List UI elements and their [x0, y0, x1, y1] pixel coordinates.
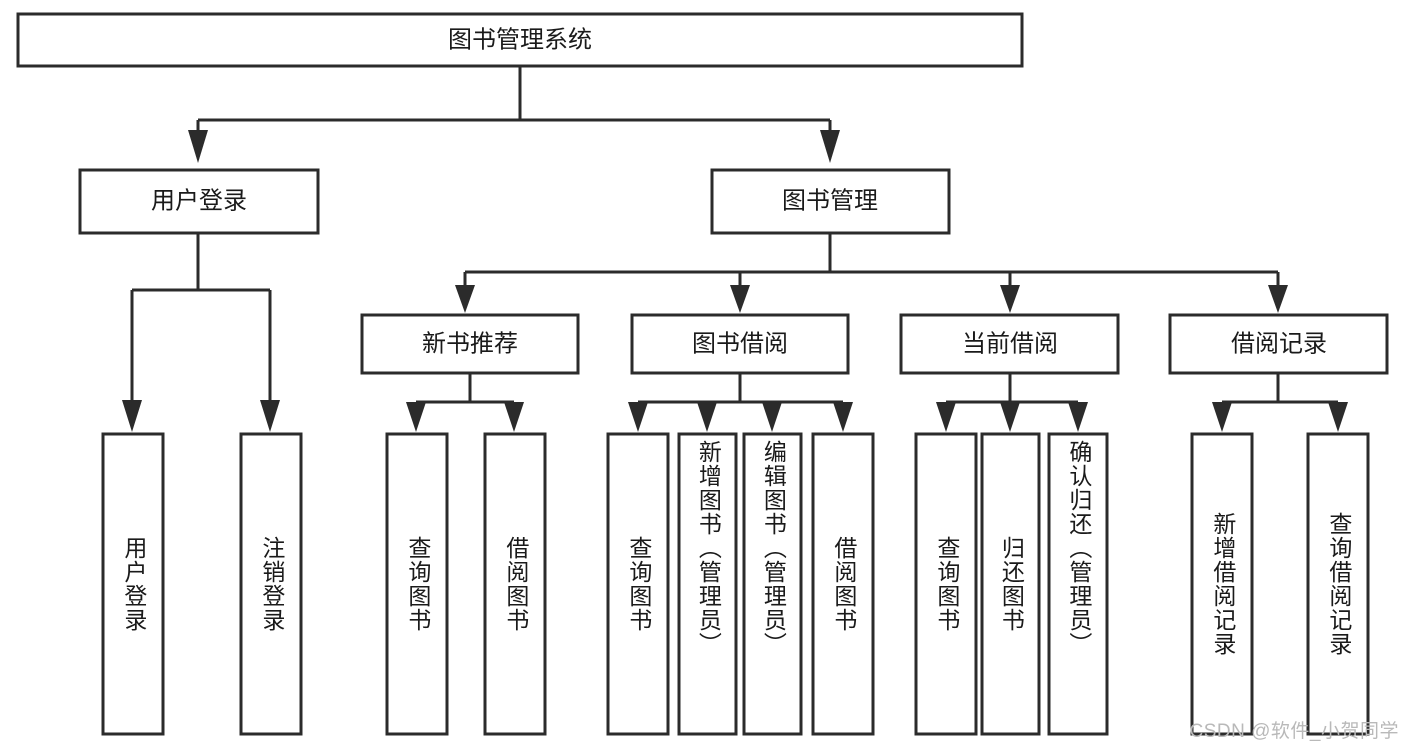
connector-group-user-login: [122, 233, 280, 432]
arrow-head-leaf-query-book-1: [406, 402, 426, 432]
arrow-head-user-login: [188, 130, 208, 163]
leaf-label-query-book-1: 查询图书: [404, 536, 431, 632]
leaf-label-user-login: 用户登录: [120, 536, 147, 632]
leaf-label-borrow-book-2: 借阅图书: [830, 536, 857, 632]
arrow-head-leaf-borrow-book-1: [504, 402, 524, 432]
node-box-leaf-edit-book[interactable]: [742, 432, 803, 736]
connector-group-borrow-record: [1212, 373, 1348, 432]
node-box-leaf-confirm-return[interactable]: [1047, 432, 1109, 736]
leaf-label-return-book: 归还图书: [998, 536, 1025, 632]
leaf-label-add-record: 新增借阅记录: [1209, 512, 1236, 656]
leaf-label-query-book-2: 查询图书: [625, 536, 652, 632]
node-box-leaf-return-book[interactable]: [980, 432, 1041, 736]
node-box-new-book-recommend[interactable]: [360, 313, 580, 375]
node-label-new-book-recommend: 新书推荐: [422, 330, 518, 357]
leaf-label-wrap-user-login: 用户登录: [103, 434, 163, 734]
leaf-label-wrap-edit-book: 编辑图书（管理员）: [744, 434, 801, 734]
node-label-book-management: 图书管理: [782, 187, 878, 214]
arrow-head-leaf-query-book-2: [628, 402, 648, 432]
node-box-leaf-logout-login[interactable]: [239, 432, 303, 736]
node-box-user-login[interactable]: [78, 168, 320, 235]
node-label-current-borrow: 当前借阅: [962, 330, 1058, 357]
node-box-leaf-user-login[interactable]: [101, 432, 165, 736]
arrow-head-leaf-confirm-return: [1068, 402, 1088, 432]
leaf-label-wrap-add-record: 新增借阅记录: [1192, 434, 1252, 734]
node-box-book-borrow[interactable]: [630, 313, 850, 375]
connector-group-new-book-recommend: [406, 373, 524, 432]
node-label-root: 图书管理系统: [448, 26, 592, 53]
node-box-leaf-query-record[interactable]: [1306, 432, 1370, 736]
node-box-leaf-add-book[interactable]: [677, 432, 738, 736]
arrow-head-new-book-recommend: [455, 285, 475, 313]
arrow-head-leaf-query-book-3: [936, 402, 956, 432]
leaf-label-wrap-return-book: 归还图书: [982, 434, 1039, 734]
leaf-label-wrap-confirm-return: 确认归还（管理员）: [1049, 434, 1107, 734]
leaf-label-wrap-query-book-1: 查询图书: [387, 434, 447, 734]
leaf-label-logout-login: 注销登录: [258, 536, 285, 632]
leaf-label-wrap-borrow-book-2: 借阅图书: [813, 434, 873, 734]
arrow-head-leaf-add-book: [697, 402, 717, 432]
leaf-label-wrap-query-book-3: 查询图书: [916, 434, 976, 734]
node-box-current-borrow[interactable]: [899, 313, 1120, 375]
leaf-label-wrap-query-book-2: 查询图书: [608, 434, 668, 734]
arrow-head-book-management: [820, 130, 840, 163]
leaf-label-add-book: 新增图书（管理员）: [695, 440, 722, 656]
leaf-label-wrap-borrow-book-1: 借阅图书: [485, 434, 545, 734]
node-box-leaf-borrow-book-1[interactable]: [483, 432, 547, 736]
connector-group-book-borrow: [628, 373, 853, 432]
leaf-label-query-record: 查询借阅记录: [1325, 512, 1352, 656]
leaf-label-borrow-book-1: 借阅图书: [502, 536, 529, 632]
arrow-head-borrow-record: [1268, 285, 1288, 313]
node-box-leaf-borrow-book-2[interactable]: [811, 432, 875, 736]
leaf-label-confirm-return: 确认归还（管理员）: [1065, 440, 1092, 656]
arrow-head-leaf-add-record: [1212, 402, 1232, 432]
node-label-book-borrow: 图书借阅: [692, 330, 788, 357]
node-box-book-management[interactable]: [710, 168, 951, 235]
leaf-label-wrap-add-book: 新增图书（管理员）: [679, 434, 736, 734]
watermark: CSDN @软件_小贺同学: [1189, 721, 1399, 742]
leaf-label-wrap-query-record: 查询借阅记录: [1308, 434, 1368, 734]
node-box-leaf-add-record[interactable]: [1190, 432, 1254, 736]
node-box-borrow-record[interactable]: [1168, 313, 1389, 375]
node-label-borrow-record: 借阅记录: [1231, 330, 1327, 357]
node-box-leaf-query-book-2[interactable]: [606, 432, 670, 736]
leaf-label-wrap-logout-login: 注销登录: [241, 434, 301, 734]
leaf-label-query-book-3: 查询图书: [933, 536, 960, 632]
arrow-head-leaf-edit-book: [762, 402, 782, 432]
arrow-head-leaf-user-login: [122, 400, 142, 432]
arrow-head-book-borrow: [730, 285, 750, 313]
leaf-label-edit-book: 编辑图书（管理员）: [760, 440, 787, 656]
connector-group-current-borrow: [936, 373, 1088, 432]
node-box-leaf-query-book-1[interactable]: [385, 432, 449, 736]
node-label-user-login: 用户登录: [151, 187, 247, 214]
connector-group-root: [188, 66, 840, 163]
node-box-leaf-query-book-3[interactable]: [914, 432, 978, 736]
connector-group-book-management: [455, 233, 1288, 313]
arrow-head-current-borrow: [1000, 285, 1020, 313]
arrow-head-leaf-borrow-book-2: [833, 402, 853, 432]
arrow-head-leaf-logout-login: [260, 400, 280, 432]
node-box-root[interactable]: [16, 12, 1024, 68]
arrow-head-leaf-query-record: [1328, 402, 1348, 432]
arrow-head-leaf-return-book: [1000, 402, 1020, 432]
